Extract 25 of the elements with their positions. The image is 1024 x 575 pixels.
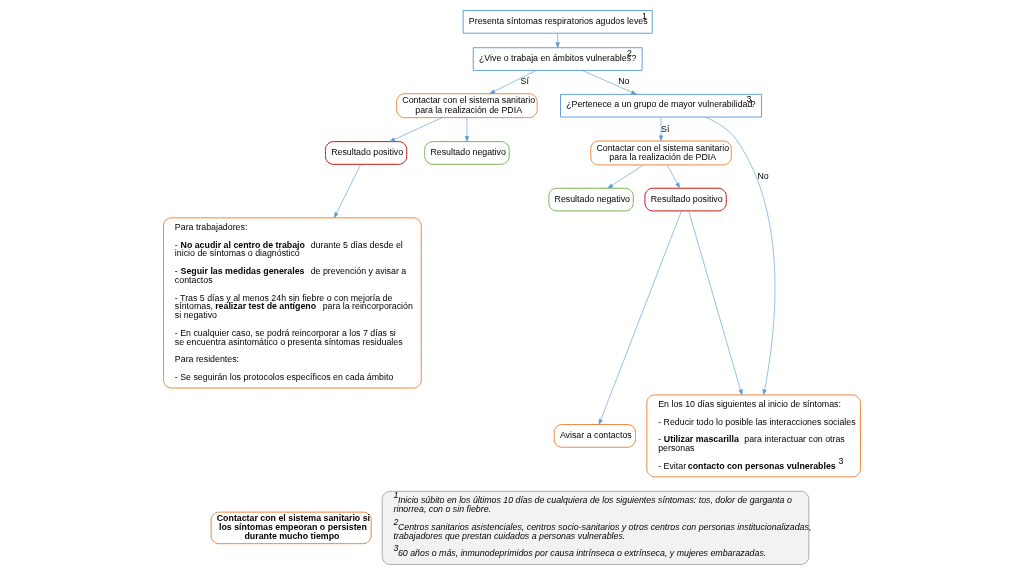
arrow (464, 117, 470, 142)
arrow (607, 164, 644, 189)
node-box: Resultado positivo (644, 187, 727, 212)
arrow (666, 164, 680, 189)
node-box: Para trabajadores: - No acudir al centro de trabajo durante 5 días desde el inicio de síntomas o diagnóstico - Seguir las medidas generales de prevención y avisar a contactos - Tras 5 días y al menos 24h sin fiebre o con mejoría de síntomas, realizar test de antígeno para la reincorporación si negativo - En cualquier caso, se podrá reincorporar a los 7 días si se encuentra asintomático o presenta síntomas residuales Para residentes: - Se seguirán los protocolos específicos en cada ámbito (163, 217, 422, 389)
edge-label: No (757, 170, 769, 181)
arrow (389, 117, 443, 142)
node-box: Avisar a contactos (553, 424, 636, 448)
arrow (581, 70, 637, 95)
node-box: Contactar con el sistema sanitario si los síntomas empeoran o persisten durante mucho tiempo (210, 511, 372, 545)
arrow (658, 116, 664, 142)
edge-label: Sí (520, 76, 529, 87)
node-box: Contactar con el sistema sanitario para la realización de PDIA (590, 140, 732, 166)
node-box: Resultado negativo (548, 187, 634, 212)
arrow (489, 70, 537, 94)
arrow (555, 32, 560, 48)
arrow (333, 164, 361, 219)
node-box: Resultado positivo (325, 141, 408, 165)
arrow (598, 210, 682, 425)
node-box: Resultado negativo (424, 141, 510, 165)
arrow (705, 116, 776, 396)
arrow (688, 210, 743, 396)
edge-label: No (618, 76, 630, 87)
node-box: Contactar con el sistema sanitario para la realización de PDIA (396, 93, 538, 119)
edge-label: Sí (661, 123, 670, 134)
